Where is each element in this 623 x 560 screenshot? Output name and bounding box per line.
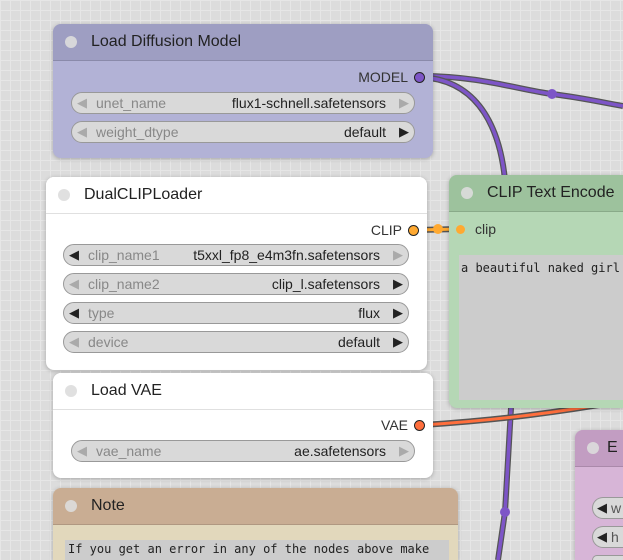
node-title-bar[interactable]: Load Diffusion Model	[53, 24, 433, 61]
collapse-dot-icon[interactable]	[65, 500, 77, 512]
output-model[interactable]: MODEL	[358, 69, 425, 85]
widget-value: default	[343, 124, 386, 140]
prompt-textarea[interactable]: a beautiful naked girl	[459, 255, 623, 400]
widget[interactable]	[592, 555, 623, 560]
widget-label: h	[611, 529, 619, 545]
reroute-dot	[500, 507, 510, 517]
widget-value: default	[337, 334, 380, 350]
node-empty-latent[interactable]: E ◀w ◀h	[575, 430, 623, 560]
node-title: Note	[91, 497, 125, 514]
collapse-dot-icon[interactable]	[65, 36, 77, 48]
arrow-left-icon[interactable]: ◀	[597, 529, 607, 544]
reroute-dot	[547, 89, 557, 99]
arrow-left-icon[interactable]: ◀	[77, 95, 87, 110]
node-note[interactable]: Note If you get an error in any of the n…	[53, 488, 458, 560]
arrow-right-icon[interactable]: ▶	[399, 443, 409, 458]
collapse-dot-icon[interactable]	[587, 442, 599, 454]
widget-width[interactable]: ◀w	[592, 497, 623, 519]
output-slot-icon[interactable]	[408, 224, 419, 236]
node-title: E	[607, 439, 618, 456]
arrow-right-icon[interactable]: ▶	[393, 305, 403, 320]
widget-value: t5xxl_fp8_e4m3fn.safetensors	[193, 247, 380, 263]
widget-label: w	[611, 500, 622, 516]
widget-label: type	[88, 305, 115, 321]
node-clip-text-encode[interactable]: CLIP Text Encode clip a beautiful naked …	[449, 175, 623, 408]
reroute-dot	[433, 224, 443, 234]
arrow-right-icon[interactable]: ▶	[393, 247, 403, 262]
input-clip[interactable]: clip	[456, 221, 496, 237]
node-title: Load VAE	[91, 382, 162, 399]
widget-value: flux1-schnell.safetensors	[231, 95, 386, 111]
output-vae[interactable]: VAE	[381, 417, 425, 433]
node-load-diffusion-model[interactable]: Load Diffusion Model MODEL ◀ unet_name flu…	[53, 24, 433, 158]
arrow-left-icon[interactable]: ◀	[597, 500, 607, 515]
output-slot-icon[interactable]	[414, 419, 425, 431]
arrow-left-icon[interactable]: ◀	[77, 124, 87, 139]
widget-label: device	[88, 334, 129, 350]
widget-weight-dtype[interactable]: ◀ weight_dtype default ▶	[71, 121, 415, 143]
node-title-bar[interactable]: Note	[53, 488, 458, 525]
note-textarea[interactable]: If you get an error in any of the nodes …	[65, 540, 449, 560]
widget-label: unet_name	[96, 95, 167, 111]
node-title: Load Diffusion Model	[91, 33, 242, 50]
output-label: VAE	[381, 417, 408, 433]
arrow-left-icon[interactable]: ◀	[69, 305, 79, 320]
node-load-vae[interactable]: Load VAE VAE ◀ vae_name ae.safetensors ▶	[53, 373, 433, 478]
output-clip[interactable]: CLIP	[371, 222, 419, 238]
node-title-bar[interactable]: Load VAE	[53, 373, 433, 410]
widget-clip-name2[interactable]: ◀ clip_name2 clip_l.safetensors ▶	[63, 273, 409, 295]
widget-height[interactable]: ◀h	[592, 526, 623, 548]
arrow-right-icon[interactable]: ▶	[399, 95, 409, 110]
widget-label: clip_name2	[88, 276, 160, 292]
arrow-left-icon[interactable]: ◀	[69, 276, 79, 291]
arrow-left-icon[interactable]: ◀	[69, 247, 79, 262]
widget-value: ae.safetensors	[294, 443, 386, 459]
widget-label: clip_name1	[88, 247, 160, 263]
node-title-bar[interactable]: E	[575, 430, 623, 467]
collapse-dot-icon[interactable]	[58, 189, 70, 201]
widget-vae-name[interactable]: ◀ vae_name ae.safetensors ▶	[71, 440, 415, 462]
widget-unet-name[interactable]: ◀ unet_name flux1-schnell.safetensors ▶	[71, 92, 415, 114]
output-slot-icon[interactable]	[414, 71, 425, 83]
widget-device[interactable]: ◀ device default ▶	[63, 331, 409, 353]
input-label: clip	[475, 221, 497, 237]
output-label: MODEL	[358, 69, 408, 85]
widget-value: clip_l.safetensors	[271, 276, 380, 292]
node-title-bar[interactable]: DualCLIPLoader	[46, 177, 427, 214]
collapse-dot-icon[interactable]	[65, 385, 77, 397]
node-dual-clip-loader[interactable]: DualCLIPLoader CLIP ◀ clip_name1 t5xxl_fp8…	[46, 177, 427, 370]
widget-label: weight_dtype	[96, 124, 179, 140]
widget-type[interactable]: ◀ type flux ▶	[63, 302, 409, 324]
arrow-left-icon[interactable]: ◀	[77, 443, 87, 458]
node-title-bar[interactable]: CLIP Text Encode	[449, 175, 623, 212]
arrow-right-icon[interactable]: ▶	[399, 124, 409, 139]
widget-label: vae_name	[96, 443, 162, 459]
node-title: DualCLIPLoader	[84, 186, 203, 203]
widget-value: flux	[358, 305, 380, 321]
widget-clip-name1[interactable]: ◀ clip_name1 t5xxl_fp8_e4m3fn.safetensors ▶	[63, 244, 409, 266]
node-title: CLIP Text Encode	[487, 184, 615, 201]
output-label: CLIP	[370, 222, 402, 238]
input-slot-icon[interactable]	[456, 224, 465, 234]
arrow-left-icon[interactable]: ◀	[69, 334, 79, 349]
arrow-right-icon[interactable]: ▶	[393, 334, 403, 349]
arrow-right-icon[interactable]: ▶	[393, 276, 403, 291]
collapse-dot-icon[interactable]	[461, 187, 473, 199]
